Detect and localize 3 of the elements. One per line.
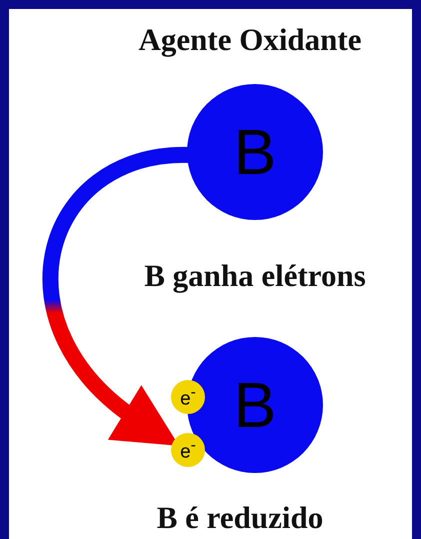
caption-text: B é reduzido [156,500,324,535]
caption-text: B ganha elétrons [144,258,366,293]
title: Agente Oxidante [138,22,362,57]
